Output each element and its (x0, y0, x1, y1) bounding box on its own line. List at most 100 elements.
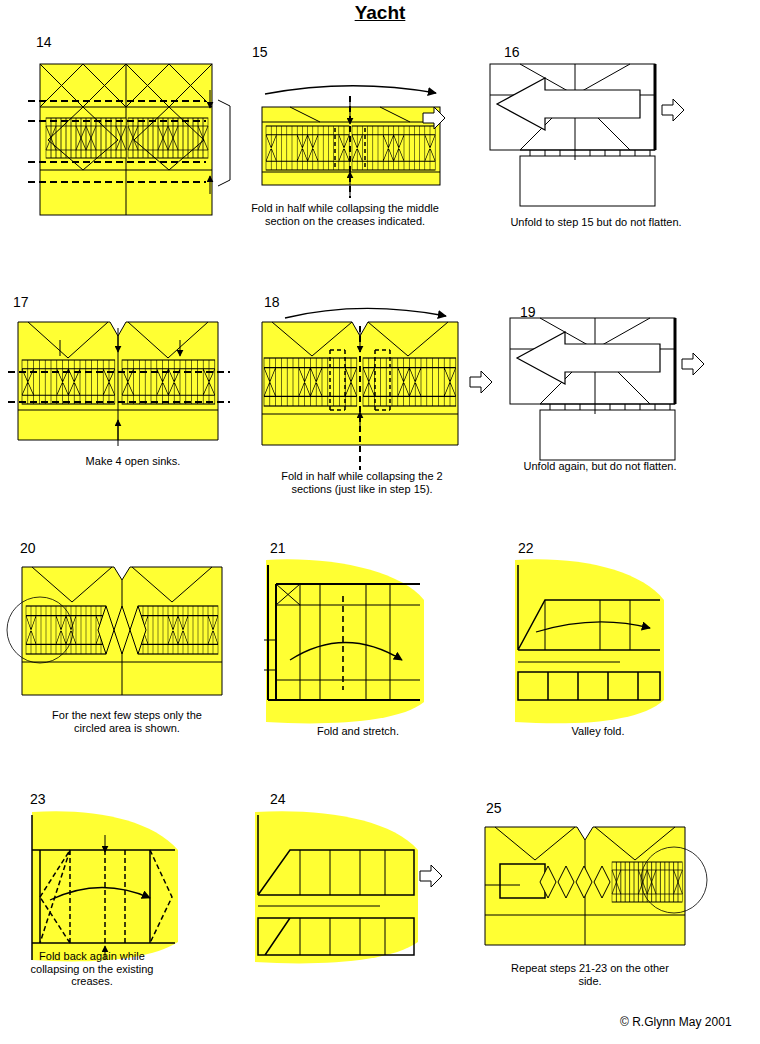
step-number: 20 (20, 540, 36, 556)
step-number: 25 (486, 800, 502, 816)
step-25-figure-part (485, 827, 685, 945)
step-caption: Valley fold. (498, 725, 698, 738)
step-16-figure (490, 64, 684, 206)
step-17-figure-part (60, 340, 180, 356)
step-21-figure-part (268, 565, 420, 700)
step-16-figure-part (490, 64, 684, 206)
step-number: 16 (504, 44, 520, 60)
step-24-figure-part (255, 811, 418, 963)
step-15-figure-part (349, 96, 351, 198)
step-14-figure (28, 64, 230, 215)
step-14-figure-part (218, 100, 230, 186)
step-number: 22 (518, 540, 534, 556)
step-15-figure (262, 86, 445, 198)
step-18-figure (262, 308, 492, 470)
step-23-figure-part (32, 811, 178, 961)
step-24-figure-part (420, 865, 442, 887)
step-14-figure-part (40, 64, 212, 215)
step-18-figure-part (363, 358, 456, 406)
step-17-figure-part (8, 372, 230, 402)
step-15-figure-part (265, 86, 436, 94)
step-21-figure (264, 559, 424, 723)
step-17-figure-part (22, 360, 115, 404)
step-23-figure-part (32, 815, 175, 960)
step-22-figure-part (515, 559, 664, 723)
step-22-figure (515, 559, 664, 723)
step-14-figure-part (48, 107, 204, 170)
step-23-figure-part (40, 850, 172, 943)
step-25-figure-part (485, 827, 685, 945)
step-20-figure-part (22, 567, 222, 695)
step-19-figure (510, 318, 704, 460)
step-18-figure-part (264, 358, 357, 406)
step-number: 24 (270, 791, 286, 807)
step-caption: Fold in half while collapsing the middle… (240, 202, 450, 227)
step-20-figure-part (26, 606, 106, 654)
step-22-figure-part (518, 600, 630, 662)
step-18-figure-part (360, 330, 361, 352)
step-20-figure-part (7, 597, 73, 663)
step-25-figure-part (612, 862, 682, 902)
step-21-figure-part (290, 643, 402, 661)
step-18-figure-part (262, 322, 458, 445)
step-24-figure-part (258, 815, 414, 955)
step-23-figure-part (50, 887, 150, 900)
step-20-figure-part (98, 606, 146, 654)
step-21-figure-part (266, 559, 424, 723)
step-17-figure-part (118, 328, 119, 352)
step-17-figure (8, 322, 230, 446)
step-15-figure-part (350, 172, 351, 196)
step-14-figure-part (40, 64, 212, 215)
step-caption: Fold in half while collapsing the 2 sect… (273, 470, 451, 495)
step-18-figure-part (360, 412, 361, 432)
step-24-figure (255, 811, 442, 963)
step-number: 23 (30, 791, 46, 807)
step-17-figure-part (118, 420, 119, 446)
step-number: 18 (264, 294, 280, 310)
step-number: 19 (520, 304, 536, 320)
step-15-figure-part (335, 128, 365, 168)
step-18-figure-part (359, 326, 361, 470)
step-20-figure-part (138, 606, 218, 654)
step-caption: For the next few steps only the circled … (39, 709, 215, 734)
step-18-figure-part (330, 350, 390, 410)
step-caption: Fold back again while collapsing on the … (22, 950, 162, 988)
step-14-figure-part (210, 176, 211, 194)
step-18-figure-part (470, 371, 492, 393)
step-25-figure-part (500, 864, 545, 898)
step-20-figure (7, 567, 222, 695)
step-caption: Make 4 open sinks. (33, 455, 233, 468)
step-caption: Unfold again, but do not flatten. (490, 460, 710, 473)
step-15-figure-part (266, 126, 349, 170)
step-21-figure-part (276, 584, 420, 700)
step-number: 17 (13, 294, 29, 310)
step-21-figure-part (264, 640, 276, 670)
step-number: 14 (36, 34, 52, 50)
step-19-figure-part (510, 318, 704, 460)
step-caption: Unfold to step 15 but do not flatten. (486, 216, 706, 229)
step-caption: Repeat steps 21-23 on the other side. (501, 962, 679, 987)
step-number: © R.Glynn May 2001 (620, 1016, 732, 1030)
step-15-figure-part (350, 100, 351, 124)
step-18-figure-part (285, 308, 446, 318)
step-14-figure-part (46, 118, 126, 158)
step-22-figure-part (518, 565, 660, 700)
step-23-figure-part (105, 835, 106, 852)
step-15-figure-part (423, 107, 445, 129)
step-24-figure-part (258, 850, 385, 955)
step-number: 21 (270, 540, 286, 556)
step-20-figure-part (22, 567, 222, 695)
step-14-figure-part (128, 118, 208, 158)
step-17-figure-part (122, 360, 215, 404)
step-number: 15 (252, 44, 268, 60)
step-14-figure-part (28, 101, 206, 182)
step-23-figure (32, 811, 178, 961)
title: Yacht (355, 2, 406, 24)
step-25-figure-part (540, 866, 610, 898)
step-25-figure (485, 827, 707, 945)
step-caption: Fold and stretch. (258, 725, 458, 738)
step-22-figure-part (536, 622, 650, 632)
